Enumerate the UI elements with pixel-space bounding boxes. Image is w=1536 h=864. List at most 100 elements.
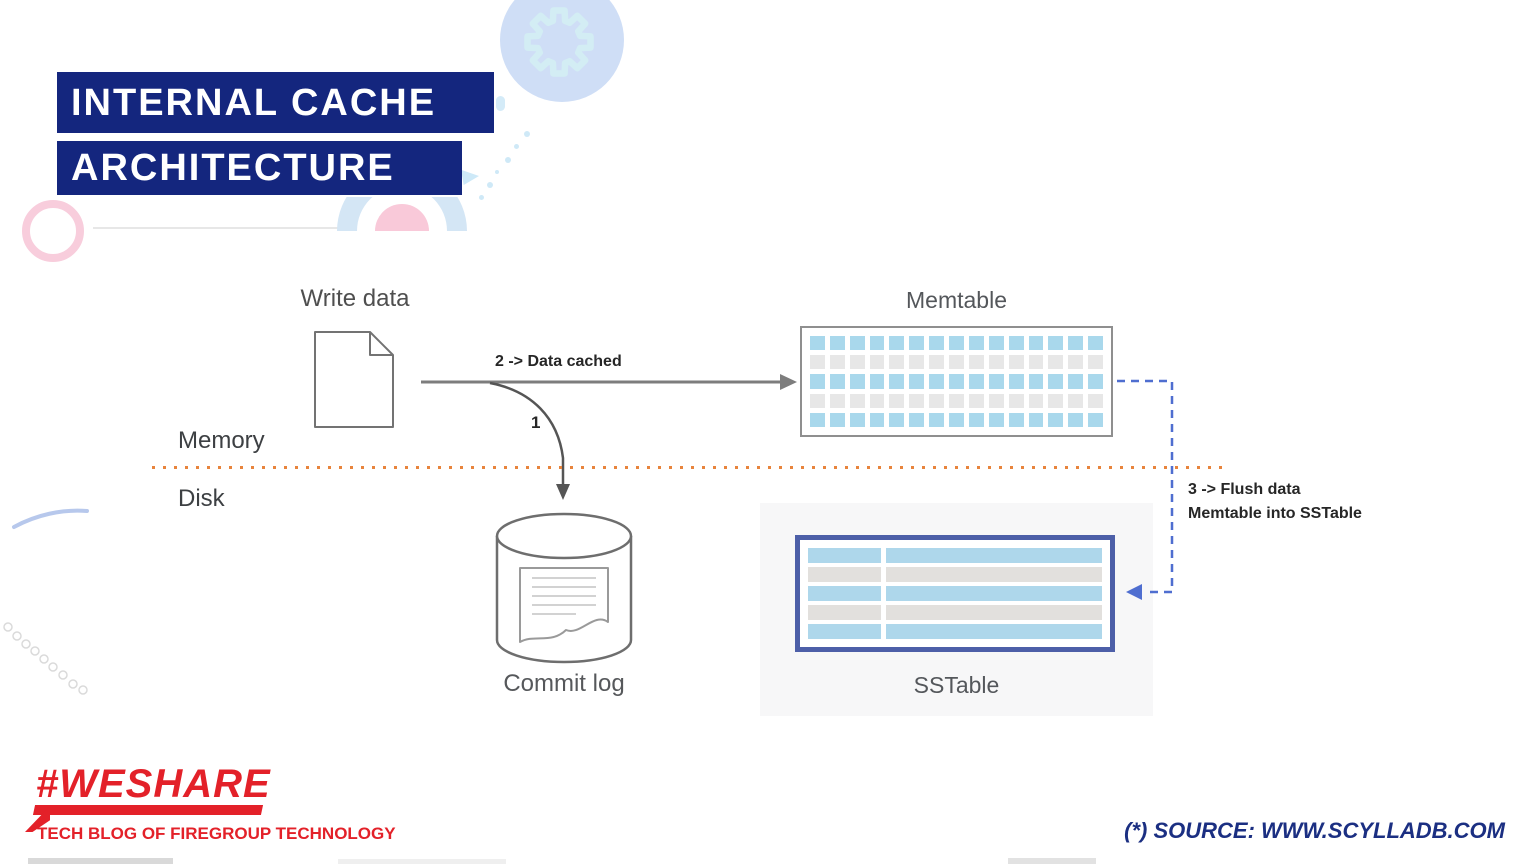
memtable-cell (1088, 412, 1103, 427)
memtable-cell (1008, 355, 1024, 370)
memtable-cell (929, 336, 945, 351)
sstable-row (808, 548, 1102, 563)
memtable-cell (929, 374, 945, 389)
weshare-logo: #WESHARE (36, 762, 271, 806)
memtable-cell (929, 393, 945, 408)
bottom-bar-decoration (28, 858, 173, 864)
sstable-row-value (886, 624, 1102, 639)
blob-decoration (496, 96, 505, 111)
memtable-cell (889, 355, 905, 370)
arrowhead-right (780, 374, 797, 390)
bottom-bar-decoration (1008, 858, 1096, 864)
memtable-cell (1068, 355, 1084, 370)
dot-decoration (495, 170, 499, 174)
memtable-cell (889, 336, 905, 351)
memtable-cell (1048, 374, 1064, 389)
memtable-cell (949, 393, 964, 408)
memtable-cell (849, 336, 865, 351)
arrow-commit-log (489, 381, 570, 500)
memory-disk-divider (152, 466, 1228, 469)
memtable-cell (829, 393, 845, 408)
memtable-cell (929, 355, 945, 370)
sstable-row-key (808, 624, 881, 639)
memtable-cell (849, 412, 865, 427)
memtable-cell (1008, 393, 1024, 408)
memtable-cell (869, 355, 885, 370)
memtable-cell (810, 355, 825, 370)
memtable-cell (810, 336, 825, 351)
title-banner-line1: INTERNAL CACHE (57, 72, 494, 133)
memtable-cell (1088, 393, 1103, 408)
memtable-cell (1008, 412, 1024, 427)
memtable-cell (1088, 355, 1103, 370)
sstable-row-key (808, 586, 881, 601)
memtable-cell (810, 393, 825, 408)
sstable-row-value (886, 567, 1102, 582)
memtable-cell (889, 374, 905, 389)
memtable-cell (988, 412, 1004, 427)
dot-decoration (524, 131, 530, 137)
memtable-cell (849, 374, 865, 389)
disk-label: Disk (178, 485, 225, 512)
memtable-cell (1088, 336, 1103, 351)
memtable-cell (909, 393, 925, 408)
step1-label: 1 (531, 413, 541, 432)
memory-label: Memory (178, 427, 265, 454)
sstable-label: SSTable (913, 672, 1000, 698)
memtable-cell (949, 374, 964, 389)
sstable-row-value (886, 605, 1102, 620)
memtable-cell (829, 336, 845, 351)
memtable-cell (988, 355, 1004, 370)
step2-label: 2 -> Data cached (495, 353, 622, 370)
memtable-cell (988, 393, 1004, 408)
memtable-cell (968, 412, 984, 427)
dot-decoration (487, 182, 493, 188)
source-credit: (*) SOURCE: WWW.SCYLLADB.COM (1124, 818, 1505, 843)
memtable-cell (889, 393, 905, 408)
memtable-cell (1028, 336, 1044, 351)
memtable-cell (1048, 412, 1064, 427)
memtable-cell (889, 412, 905, 427)
memtable-cell (968, 374, 984, 389)
memtable-cell (869, 393, 885, 408)
arch-decoration (337, 197, 467, 231)
title-banner-line2: ARCHITECTURE (57, 141, 462, 195)
dot-decoration (514, 144, 519, 149)
memtable-cell (1088, 374, 1103, 389)
memtable-label: Memtable (906, 287, 1007, 313)
sstable-row-key (808, 567, 881, 582)
sstable-row (808, 567, 1102, 582)
gear-bubble-decoration (500, 0, 624, 102)
pink-ring-decoration (22, 200, 84, 262)
memtable-cell (1068, 374, 1084, 389)
sstable-row-key (808, 548, 881, 563)
memtable-cell (829, 412, 845, 427)
document-icon (314, 331, 394, 428)
sstable-row (808, 605, 1102, 620)
memtable-cell (1028, 374, 1044, 389)
memtable-cell (968, 355, 984, 370)
memtable-cell (968, 336, 984, 351)
step3-label-line1: 3 -> Flush data (1188, 481, 1301, 498)
memtable-cell (829, 355, 845, 370)
title-text-line1: INTERNAL CACHE (71, 81, 437, 124)
log-page-lines (532, 577, 596, 615)
sstable-table (795, 535, 1115, 652)
sstable-row-value (886, 548, 1102, 563)
bottom-bar-decoration (338, 859, 506, 864)
sstable-row-key (808, 605, 881, 620)
sstable-row-value (886, 586, 1102, 601)
memtable-cell (1048, 336, 1064, 351)
memtable-cell (929, 412, 945, 427)
circle-trail-decoration (3, 622, 88, 695)
memtable-cell (1048, 355, 1064, 370)
commit-log-label: Commit log (503, 670, 625, 697)
memtable-cell (1028, 393, 1044, 408)
triangle-decoration (461, 169, 479, 185)
dot-decoration (505, 157, 511, 163)
sstable-row (808, 624, 1102, 639)
memtable-cell (949, 336, 964, 351)
divider-line-decoration (93, 227, 461, 229)
memtable-cell (829, 374, 845, 389)
